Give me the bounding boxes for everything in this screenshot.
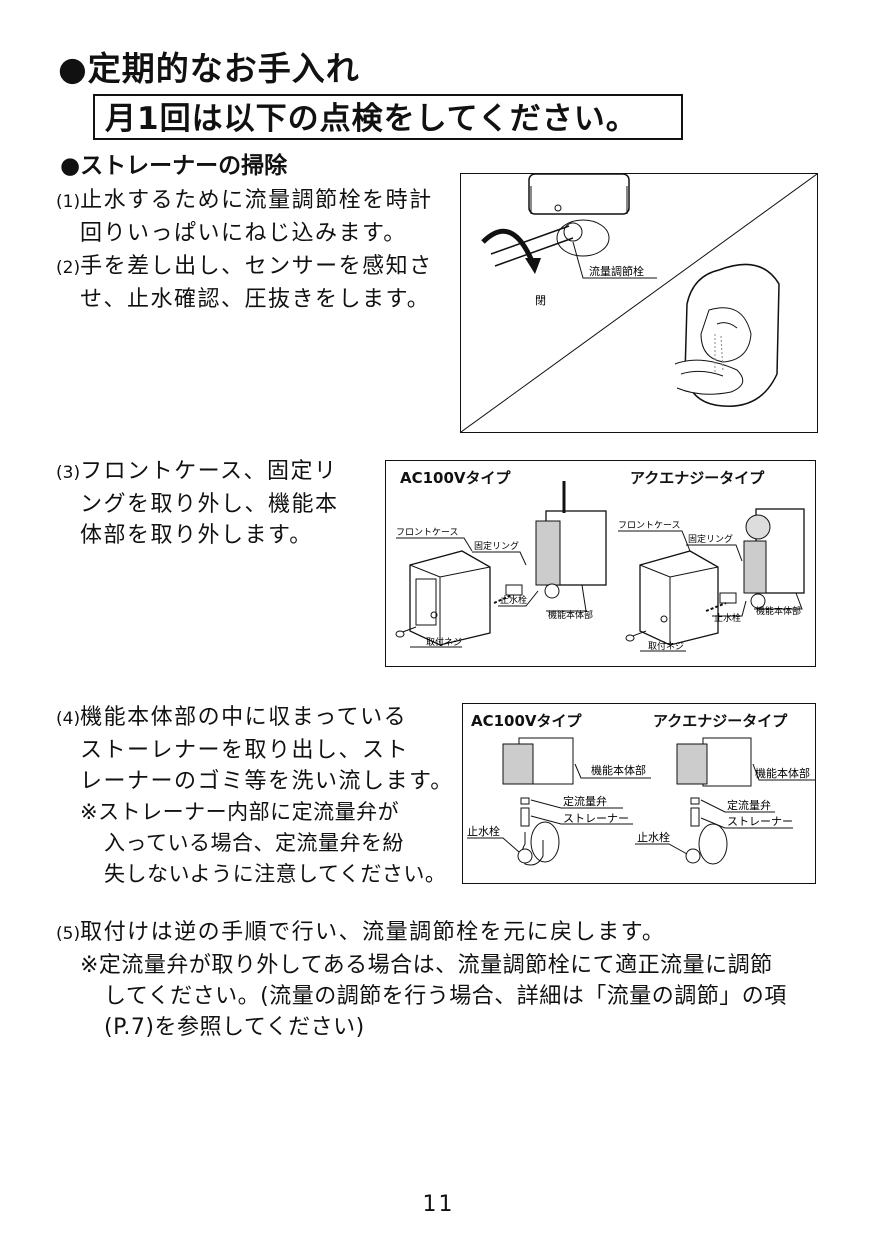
fig2-aquenergy-label: アクエナジータイプ	[630, 469, 765, 487]
fig3-main-body-left: 機能本体部	[591, 763, 646, 777]
step-3: (3)フロントケース、固定リ ングを取り外し、機能本 体部を取り外します。	[56, 456, 386, 551]
fig3-stop-valve-left: 止水栓	[467, 824, 500, 838]
fig3-flow-valve-left: 定流量弁	[563, 794, 607, 808]
fig3-aquenergy-label: アクエナジータイプ	[653, 712, 788, 730]
step-2-number: (2)	[56, 258, 81, 278]
section-heading-strainer: ●ストレーナーの掃除	[60, 153, 288, 179]
step-1-line-1: 止水するために流量調節栓を時計	[80, 188, 433, 213]
fig3-ac100v-label: AC100Vタイプ	[471, 712, 582, 730]
fig2-front-case-left: フロントケース	[396, 527, 459, 538]
step-4-note-line-1: ※ストレーナー内部に定流量弁が	[80, 800, 400, 824]
step-1-number: (1)	[56, 192, 81, 212]
step-4-line-2: ストーレナーを取り出し、スト	[80, 738, 410, 763]
step-3-number: (3)	[56, 463, 81, 483]
step-4-line-1: 機能本体部の中に収まっている	[80, 705, 408, 730]
step-4-note-line-2: 入っている場合、定流量弁を紛	[104, 831, 404, 855]
fig3-strainer-right: ストレーナー	[727, 815, 793, 828]
figure-strainer: AC100Vタイプ アクエナジータイプ 機能本体部 定流量弁 ストレーナー 止水…	[462, 703, 816, 884]
valve-close-illustration: 閉 流量調節栓	[460, 173, 818, 433]
fig2-stop-valve-left: 止水栓	[500, 594, 527, 606]
fig2-front-case-right: フロントケース	[618, 520, 681, 531]
step-4-line-3: レーナーのゴミ等を洗い流します。	[80, 769, 454, 794]
step-2-line-2: せ、止水確認、圧抜きをします。	[80, 287, 431, 312]
step-3-line-3: 体部を取り外します。	[80, 523, 313, 548]
fig2-ac100v-label: AC100Vタイプ	[400, 469, 511, 487]
step-5-note-line-2: してください。(流量の調節を行う場合、詳細は「流量の調節」の項	[104, 984, 787, 1009]
fig3-main-body-right: 機能本体部	[755, 766, 810, 780]
monthly-notice-box: 月1回は以下の点検をしてください。	[93, 94, 683, 140]
step-5-note-line-3: (P.7)を参照してください)	[104, 1015, 365, 1040]
fig2-main-body-left: 機能本体部	[548, 609, 593, 621]
fig2-screw-right: 取付ネジ	[648, 641, 684, 652]
fig2-fixing-ring-right: 固定リング	[688, 533, 733, 545]
strainer-illustration: 機能本体部 定流量弁 ストレーナー 止水栓 機能本体部 定流量弁 ストレーナー …	[467, 737, 815, 866]
fig2-main-body-right: 機能本体部	[756, 605, 801, 617]
page-title: ●定期的なお手入れ	[58, 49, 360, 88]
fig3-strainer-left: ストレーナー	[563, 812, 629, 825]
fig2-fixing-ring-left: 固定リング	[474, 540, 519, 552]
step-5-number: (5)	[56, 924, 81, 944]
step-2: (2)手を差し出し、センサーを感知さ せ、止水確認、圧抜きをします。	[56, 251, 451, 315]
page-number: 11	[422, 1192, 455, 1217]
step-5: (5)取付けは逆の手順で行い、流量調節栓を元に戻します。 ※定流量弁が取り外して…	[56, 917, 836, 1043]
step-5-note-line-1: ※定流量弁が取り外してある場合は、流量調節栓にて適正流量に調節	[80, 953, 773, 978]
step-3-line-2: ングを取り外し、機能本	[80, 492, 339, 517]
step-4-note-line-3: 失しないように注意してください。	[104, 862, 447, 886]
step-3-line-1: フロントケース、固定リ	[80, 459, 338, 484]
fig3-flow-valve-right: 定流量弁	[727, 798, 771, 812]
step-5-line: 取付けは逆の手順で行い、流量調節栓を元に戻します。	[80, 920, 666, 945]
step-4: (4)機能本体部の中に収まっている ストーレナーを取り出し、スト レーナーのゴミ…	[56, 702, 466, 890]
figure-valve-close: 閉 流量調節栓	[460, 173, 818, 433]
valve-label: 流量調節栓	[589, 264, 644, 278]
step-1-line-2: 回りいっぱいにねじ込みます。	[80, 221, 407, 246]
step-2-line-1: 手を差し出し、センサーを感知さ	[80, 254, 433, 279]
figure-remove-front-case: AC100Vタイプ アクエナジータイプ	[385, 460, 816, 667]
close-label: 閉	[535, 294, 546, 307]
fig2-stop-valve-right: 止水栓	[714, 612, 741, 624]
step-1: (1)止水するために流量調節栓を時計 回りいっぱいにねじ込みます。	[56, 185, 451, 249]
step-4-number: (4)	[56, 709, 81, 729]
fig3-stop-valve-right: 止水栓	[637, 830, 670, 844]
fig2-screw-left: 取付ネジ	[426, 637, 462, 648]
front-case-illustration: フロントケース 固定リング 止水栓 機能本体部 取付ネジ フロントケース 固定リ…	[395, 481, 805, 652]
